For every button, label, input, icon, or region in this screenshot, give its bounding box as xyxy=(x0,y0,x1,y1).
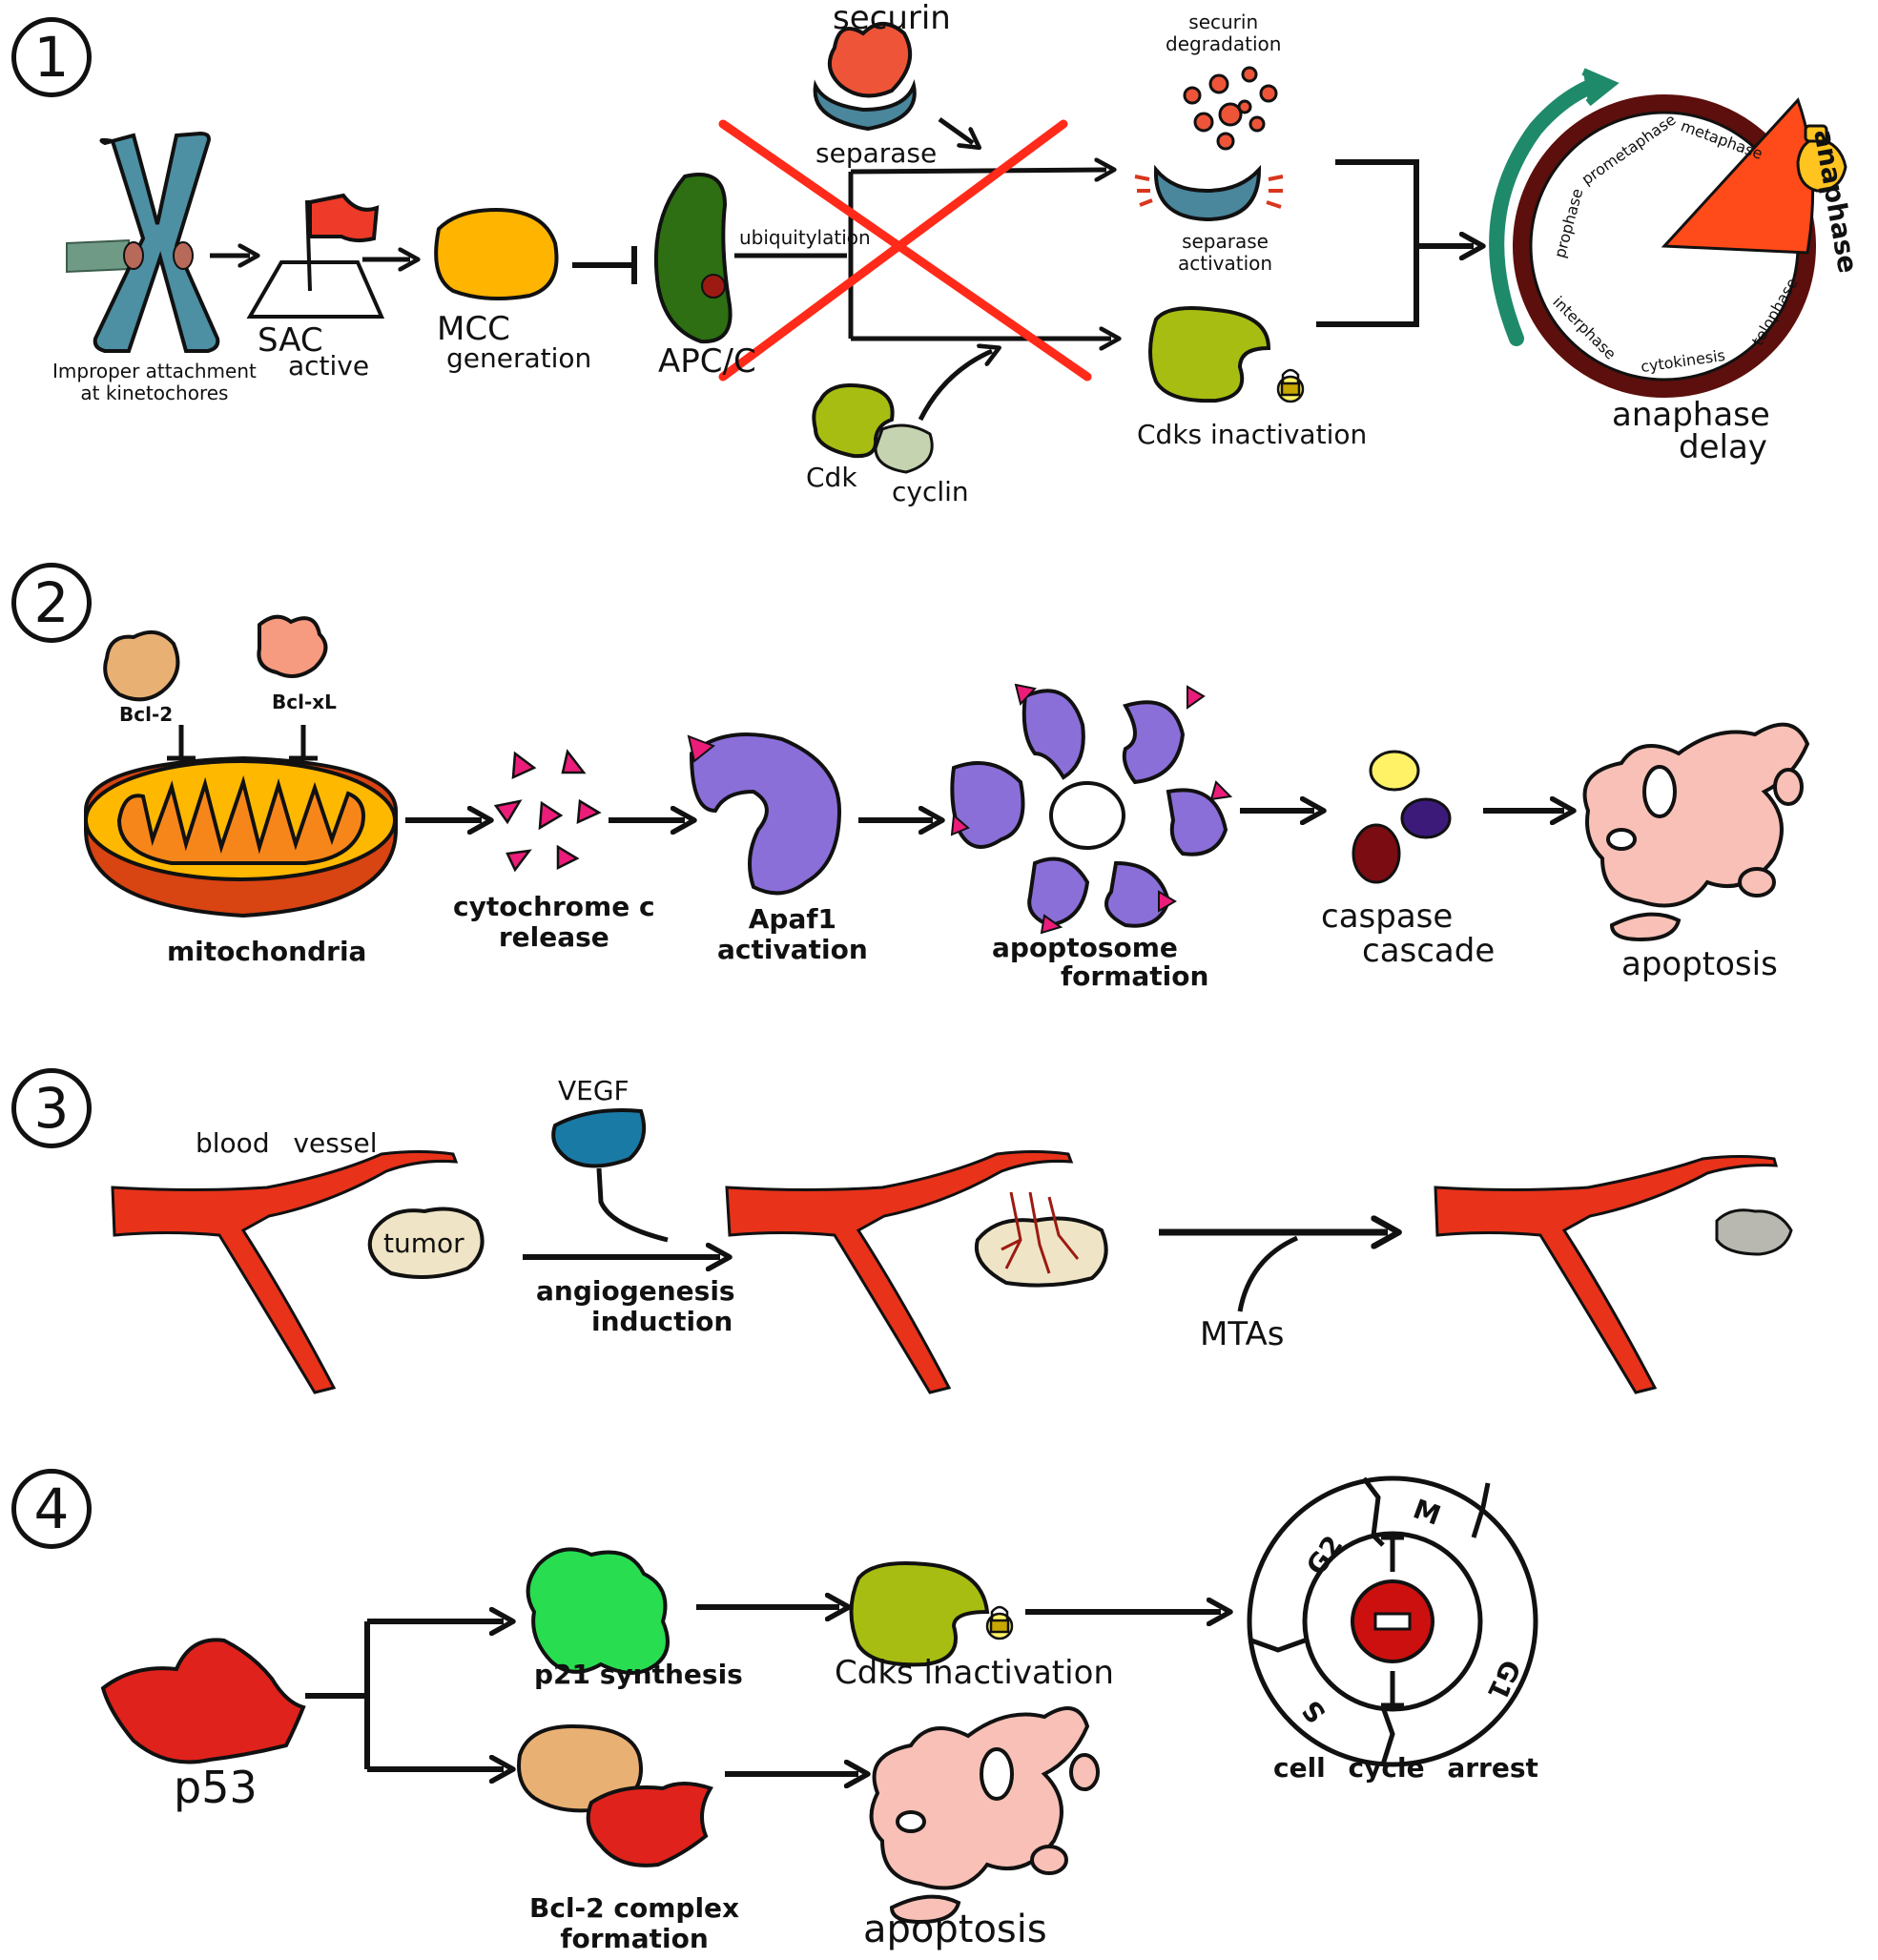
cell-cycle-clock xyxy=(1489,68,1816,398)
bcl2-blob xyxy=(103,629,180,702)
bcl2-complex-tan xyxy=(517,1723,643,1813)
panel-number-1: 1 xyxy=(11,17,92,97)
red-cross xyxy=(718,119,1092,382)
label-cdks-inactivation-4: Cdks inactivation xyxy=(835,1654,1114,1692)
cytochrome-c-triangles xyxy=(493,749,602,873)
bclxl-blob xyxy=(257,614,328,678)
arrow-to-separase xyxy=(850,170,1106,172)
label-caspase: caspase xyxy=(1321,897,1454,936)
inhibit-mcc-apc xyxy=(572,246,637,284)
arrow-cdk-in xyxy=(918,351,992,422)
label-cell-cycle-arrest: cell cycle arrest xyxy=(1273,1752,1538,1784)
label-apoptosis-4: apoptosis xyxy=(863,1908,1047,1951)
apc-shape xyxy=(654,173,733,344)
label-securin: securin xyxy=(833,0,951,37)
mcc-blob xyxy=(434,207,559,301)
mitochondria-shape xyxy=(84,755,398,918)
weight-icon xyxy=(1796,124,1847,193)
p21-shape xyxy=(526,1547,670,1675)
apoptotic-cell-2 xyxy=(1582,722,1810,942)
cdk-shape xyxy=(812,383,895,459)
panel-number-2: 2 xyxy=(11,563,92,643)
label-blood-vessel: blood vessel xyxy=(196,1127,378,1159)
apoptosome-shape xyxy=(950,689,1228,928)
sac-flag xyxy=(246,193,385,319)
label-vegf: VEGF xyxy=(558,1075,629,1106)
apaf1-shape xyxy=(689,732,842,896)
inhibit-bcl2 xyxy=(167,725,318,761)
label-securin-degradation: securin degradation xyxy=(1166,10,1282,55)
label-tumor: tumor xyxy=(383,1228,464,1259)
arrow-separase-in xyxy=(938,116,973,143)
label-angiogenesis: angiogenesis xyxy=(536,1275,735,1307)
tumor-2-vessels xyxy=(1001,1191,1080,1274)
lock-icon xyxy=(1276,368,1305,403)
label-separase-activation: separase activation xyxy=(1178,230,1273,275)
label-apaf1: Apaf1 activation xyxy=(717,903,868,966)
label-anaphase-delay-2: delay xyxy=(1679,428,1767,466)
lock-icon-4 xyxy=(985,1605,1014,1640)
label-p53: p53 xyxy=(174,1762,258,1813)
securin-fragments xyxy=(1183,66,1278,151)
panel-number-3: 3 xyxy=(11,1068,92,1148)
label-angiogenesis-induction: induction xyxy=(591,1306,733,1337)
label-cdks-inactivation: Cdks inactivation xyxy=(1137,419,1368,450)
label-apoptosome: apoptosome xyxy=(992,932,1178,963)
label-mcc-generation: generation xyxy=(446,342,592,374)
apoptotic-cell-4 xyxy=(869,1706,1100,1925)
label-caspase-cascade: cascade xyxy=(1362,932,1496,970)
label-kinetochore: Improper attachment at kinetochores xyxy=(52,360,257,404)
vegf-shape xyxy=(551,1108,646,1168)
cell-cycle-wheel xyxy=(1247,1475,1538,1767)
caspase-dark xyxy=(1352,823,1401,884)
label-mcc: MCC xyxy=(437,310,510,348)
label-apoptosis-2: apoptosis xyxy=(1621,945,1778,983)
label-p21-synthesis: p21 synthesis xyxy=(534,1659,743,1690)
label-bcl2-complex: Bcl-2 complex formation xyxy=(529,1892,740,1955)
caspase-purple xyxy=(1400,797,1452,839)
label-sac-active: active xyxy=(288,350,370,382)
vessel-1 xyxy=(111,1150,459,1394)
label-apc: APC/C xyxy=(658,342,756,381)
cdk-inactivated-4 xyxy=(849,1561,990,1667)
securin-separase-complex xyxy=(813,22,917,132)
label-cyclin: cyclin xyxy=(892,476,969,507)
label-cdk: Cdk xyxy=(806,462,857,493)
cdk-inactivated xyxy=(1148,306,1271,403)
label-bclxl: Bcl-xL xyxy=(272,691,337,713)
activation-marks xyxy=(1134,175,1284,209)
separase-activated xyxy=(1153,164,1262,222)
chromosome xyxy=(66,131,220,353)
vessel-2 xyxy=(725,1150,1074,1394)
p53-shape xyxy=(100,1638,306,1764)
label-ubiquitylation: ubiquitylation xyxy=(739,226,871,249)
tumor-3 xyxy=(1715,1208,1793,1256)
caspase-yellow xyxy=(1369,750,1420,792)
vessel-3 xyxy=(1434,1155,1779,1394)
label-bcl2: Bcl-2 xyxy=(119,703,174,726)
label-cytochrome-c: cytochrome c release xyxy=(453,891,655,954)
label-mtas: MTAs xyxy=(1200,1315,1285,1353)
bcl2-complex-red xyxy=(586,1782,713,1867)
apoptosome-cytc xyxy=(950,683,1233,935)
label-anaphase-delay-1: anaphase xyxy=(1612,396,1770,434)
label-separase: separase xyxy=(815,137,938,169)
label-sac: SAC xyxy=(258,321,323,360)
panel-number-4: 4 xyxy=(11,1469,92,1549)
tumor-1 xyxy=(367,1207,485,1279)
label-apoptosome-formation: formation xyxy=(1061,960,1209,992)
cyclin-shape xyxy=(874,423,934,474)
label-mitochondria: mitochondria xyxy=(167,936,367,967)
